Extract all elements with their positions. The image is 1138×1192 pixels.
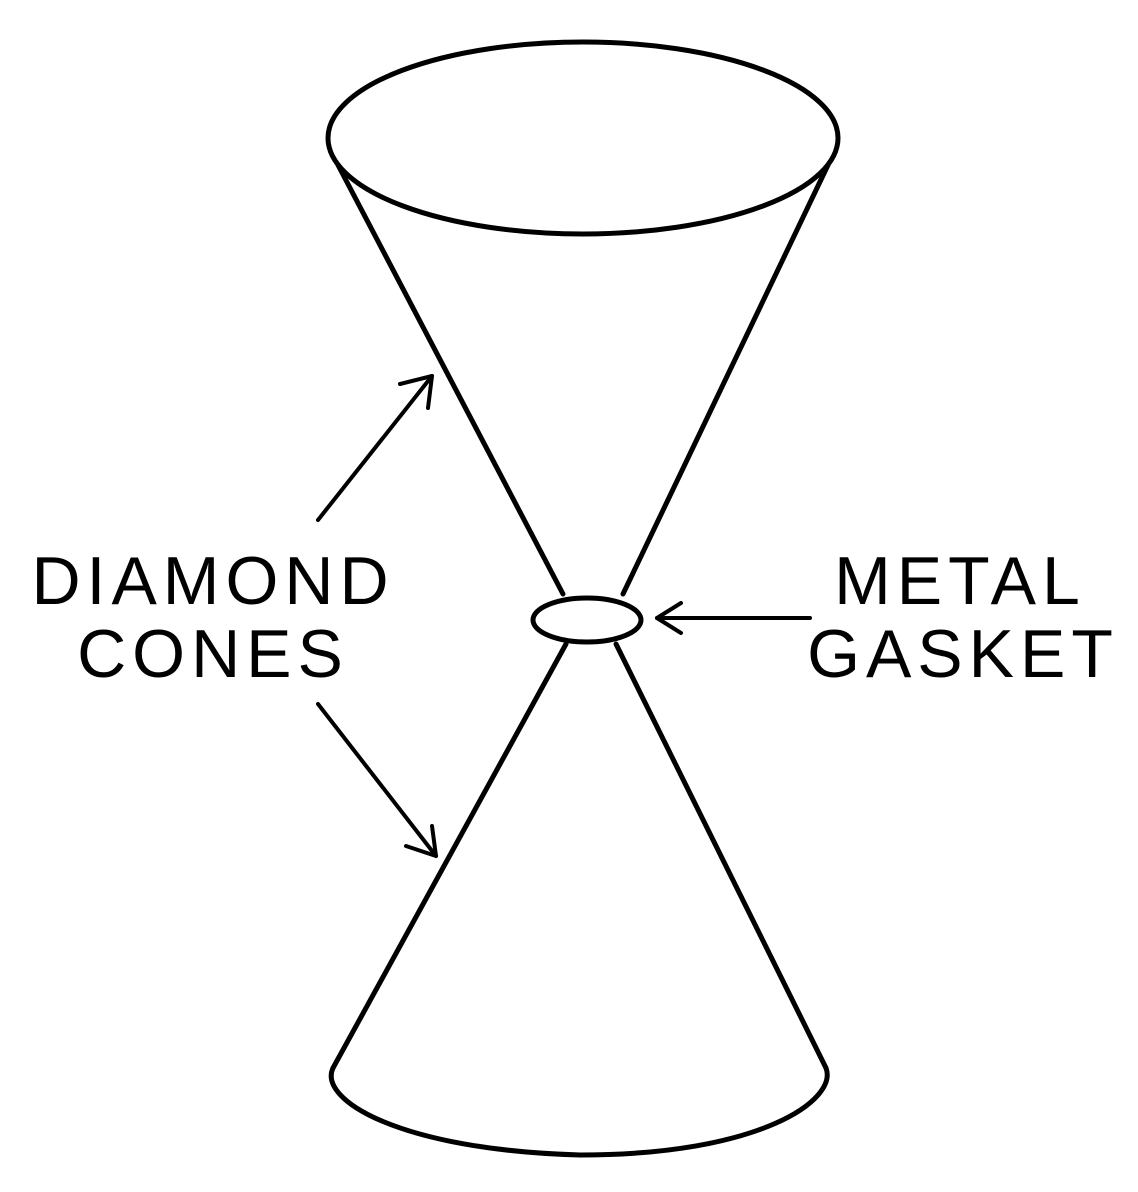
diamond-cones-label-line1: DIAMOND	[31, 543, 394, 619]
upper-cone-right-edge	[620, 162, 831, 597]
lower-cone-base-arc	[328, 1065, 830, 1158]
metal-gasket-label-line1: METAL	[834, 543, 1086, 619]
arrow-head-lower	[404, 824, 438, 858]
metal-gasket-label-line2: GASKET	[807, 616, 1119, 692]
arrow-to-gasket	[655, 601, 812, 635]
arrow-shaft-lower	[316, 702, 438, 858]
arrow-head-upper	[398, 374, 434, 410]
arrow-shaft-upper	[316, 374, 434, 522]
arrow-to-upper-cone	[316, 374, 434, 522]
lower-cone-left-edge	[330, 641, 569, 1071]
upper-cone-top-ellipse	[325, 39, 841, 237]
lower-diamond-cone	[328, 641, 830, 1158]
diamond-cones-label: DIAMOND CONES	[31, 543, 394, 692]
upper-diamond-cone	[325, 39, 841, 597]
diamond-cones-label-line2: CONES	[77, 616, 349, 692]
metal-gasket-ring	[530, 595, 644, 645]
arrow-to-lower-cone	[316, 702, 438, 858]
upper-cone-left-edge	[335, 162, 566, 597]
lower-cone-right-edge	[613, 641, 829, 1071]
arrow-head-gasket	[655, 601, 683, 635]
metal-gasket-label: METAL GASKET	[807, 543, 1119, 692]
